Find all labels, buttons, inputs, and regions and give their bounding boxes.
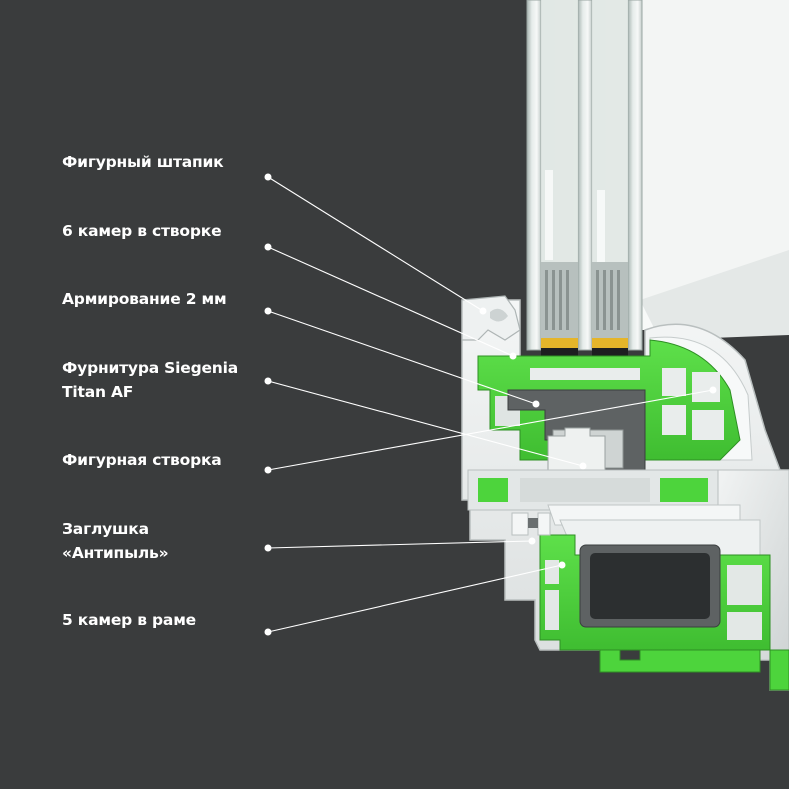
leader-end-dot [509, 352, 517, 360]
leader-line-frame-chambers [267, 564, 563, 633]
leader-line-dust-plug [267, 540, 533, 549]
leader-line-reinforcement [267, 310, 537, 405]
callout-label-hardware: Фурнитура Siegenia Titan AF [62, 356, 238, 404]
callout-label-shaped-glazing-bead: Фигурный штапик [62, 150, 224, 174]
leader-start-dot [264, 466, 272, 474]
leader-line-shaped-sash [267, 389, 714, 471]
leader-start-dot [264, 544, 272, 552]
callout-label-frame-chambers: 5 камер в раме [62, 608, 196, 632]
callout-text: 5 камер в раме [62, 611, 196, 629]
leader-start-dot [264, 307, 272, 315]
dust-plug-part [511, 512, 551, 536]
glass-unit [526, 0, 789, 366]
leader-start-dot [264, 243, 272, 251]
callout-text: Фурнитура Siegenia [62, 359, 238, 377]
callout-label-sash-chambers: 6 камер в створке [62, 219, 222, 243]
callout-leaders [264, 173, 717, 636]
leader-end-dot [558, 561, 566, 569]
leader-line-hardware [267, 380, 584, 467]
callout-text: Армирование 2 мм [62, 290, 227, 308]
sash-chambers-green [477, 339, 741, 473]
leader-end-dot [709, 386, 717, 394]
callout-text: Titan AF [62, 383, 134, 401]
leader-line-sash-chambers [267, 246, 514, 357]
leader-start-dot [264, 173, 272, 181]
callout-text: 6 камер в створке [62, 222, 222, 240]
leader-end-dot [479, 307, 487, 315]
callout-label-shaped-sash: Фигурная створка [62, 448, 222, 472]
leader-start-dot [264, 628, 272, 636]
callout-label-dust-plug: Заглушка «Антипыль» [62, 517, 169, 565]
frame-chambers-green [539, 534, 789, 691]
leader-end-dot [579, 462, 587, 470]
leader-end-dot [532, 400, 540, 408]
callout-label-reinforcement: Армирование 2 мм [62, 287, 227, 311]
leader-end-dot [528, 537, 536, 545]
callout-text: Фигурная створка [62, 451, 222, 469]
leader-start-dot [264, 377, 272, 385]
callout-text: Заглушка [62, 520, 149, 538]
callout-text: «Антипыль» [62, 544, 169, 562]
leader-line-glazing-bead [267, 176, 484, 312]
callout-text: Фигурный штапик [62, 153, 224, 171]
